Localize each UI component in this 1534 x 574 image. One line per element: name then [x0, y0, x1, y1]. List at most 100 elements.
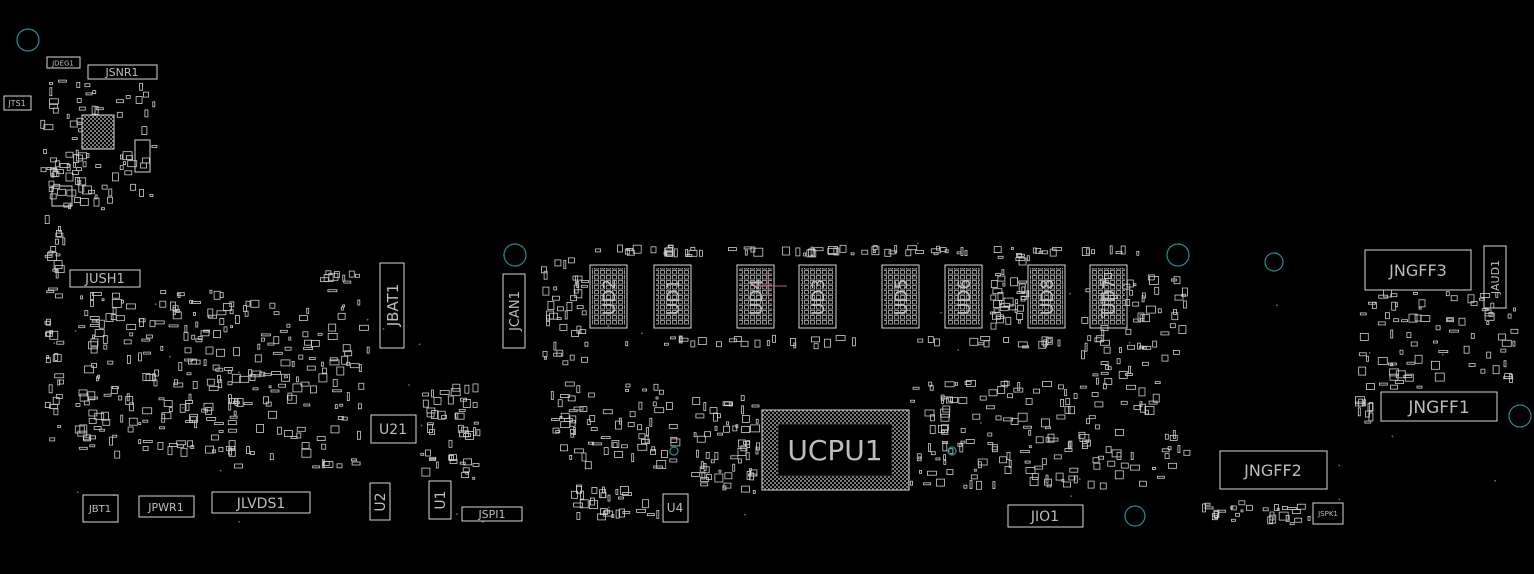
smd-pad [717, 413, 721, 419]
smd-pad [1115, 428, 1124, 436]
dram-ud3[interactable]: UD3 [798, 264, 837, 329]
ic-package[interactable] [51, 185, 73, 207]
smd-pad [263, 396, 269, 405]
smd-pad [229, 301, 235, 308]
smd-pad [190, 359, 201, 365]
smd-pad [1379, 382, 1388, 386]
connector-jcan1[interactable]: JCAN1 [502, 273, 526, 349]
smd-pad [782, 246, 790, 256]
smd-pad [43, 149, 47, 155]
smd-pad [728, 247, 737, 252]
smd-pad [1099, 482, 1107, 490]
smd-pad [46, 290, 55, 294]
smd-pad [366, 346, 370, 354]
smd-pad [947, 396, 953, 402]
smd-pad [1390, 384, 1398, 390]
smd-pad [654, 407, 665, 414]
connector-jts1[interactable]: JTS1 [3, 95, 32, 111]
connector-jsnr1[interactable]: JSNR1 [87, 64, 158, 80]
ic-u4[interactable]: U4 [662, 493, 689, 523]
smd-pad [1488, 311, 1494, 317]
smd-pad [1049, 248, 1057, 257]
connector-jspk1[interactable]: JSPK1 [1312, 502, 1344, 525]
connector-jaud1[interactable]: JAUD1 [1483, 245, 1507, 309]
smd-pad [584, 461, 592, 470]
smd-pad [1085, 248, 1090, 255]
smd-pad [459, 461, 466, 465]
dram-ud8[interactable]: UD8 [1027, 264, 1066, 329]
smd-pad [321, 361, 324, 367]
connector-jspi1[interactable]: JSPI1 [461, 506, 523, 522]
jbt1-label: JBT1 [88, 504, 111, 515]
smd-pad [562, 360, 569, 366]
connector-jngff2[interactable]: JNGFF2 [1219, 450, 1328, 490]
connector-jio1[interactable]: JIO1 [1007, 504, 1084, 528]
smd-pad [1420, 315, 1431, 323]
ic-u1[interactable]: U1 [428, 480, 452, 520]
smd-pad [154, 369, 159, 377]
ic-u2[interactable]: U2 [369, 482, 391, 521]
smd-pad [997, 275, 1006, 282]
smd-pad [1169, 323, 1176, 329]
connector-jpwr1[interactable]: JPWR1 [138, 495, 195, 518]
smd-pad [692, 397, 701, 405]
dram-ud6[interactable]: UD6 [944, 264, 983, 329]
smd-pad [250, 299, 260, 308]
connector-jdeg1[interactable]: JDEG1 [46, 56, 81, 69]
smd-pad [94, 194, 98, 200]
smd-pad [581, 310, 587, 316]
ic-package[interactable] [81, 114, 115, 150]
smd-pad [206, 416, 217, 421]
smd-pad [447, 395, 454, 405]
dram-ud2[interactable]: UD2 [589, 264, 628, 329]
smd-pad [1142, 314, 1150, 323]
smd-pad [1081, 247, 1090, 257]
connector-jbat1[interactable]: JBAT1 [379, 262, 405, 349]
smd-pad [48, 287, 58, 291]
dram-ud5[interactable]: UD5 [881, 264, 920, 329]
ic-package[interactable] [134, 139, 151, 173]
smd-pad [112, 386, 119, 390]
smd-pad [465, 471, 470, 475]
smd-pad [95, 164, 102, 169]
smd-pad [1157, 308, 1162, 314]
via-dot [169, 355, 171, 358]
via-dot [418, 343, 421, 346]
smd-pad [203, 359, 207, 367]
smd-pad [1204, 506, 1214, 510]
smd-pad [195, 321, 199, 328]
connector-jlvds1[interactable]: JLVDS1 [211, 491, 311, 514]
smd-pad [995, 415, 1002, 421]
smd-pad [993, 246, 1002, 254]
smd-pad [103, 393, 112, 397]
via-dot [744, 513, 746, 516]
smd-pad [230, 325, 234, 329]
dram-ud1[interactable]: UD1 [653, 264, 692, 329]
connector-jbt1[interactable]: JBT1 [82, 494, 119, 523]
smd-pad [1025, 467, 1036, 474]
via-dot [917, 242, 919, 245]
smd-pad [1100, 371, 1109, 375]
smd-pad [1130, 464, 1140, 471]
smd-pad [1403, 374, 1413, 378]
smd-pad [233, 347, 241, 357]
smd-pad [957, 442, 963, 447]
smd-pad [1096, 377, 1099, 385]
smd-pad [566, 301, 573, 311]
smd-pad [552, 295, 560, 301]
smd-pad [71, 137, 78, 141]
dram-ud4[interactable]: UD4 [736, 264, 787, 329]
ic-u21[interactable]: U21 [370, 414, 417, 444]
smd-pad [790, 337, 796, 346]
smd-pad [1133, 404, 1141, 410]
smd-pad [333, 271, 340, 279]
connector-jngff3[interactable]: JNGFF3 [1364, 249, 1472, 291]
jngff3-label: JNGFF3 [1388, 261, 1447, 280]
connector-jush1[interactable]: JUSH1 [69, 269, 141, 288]
cpu-ucpu1[interactable]: UCPU1 [761, 409, 910, 491]
smd-pad [464, 430, 474, 440]
connector-jngff1[interactable]: JNGFF1 [1380, 391, 1498, 422]
smd-pad [749, 468, 752, 472]
via-dot [1069, 292, 1071, 295]
dram-ud7[interactable]: UD7 [1089, 264, 1128, 329]
